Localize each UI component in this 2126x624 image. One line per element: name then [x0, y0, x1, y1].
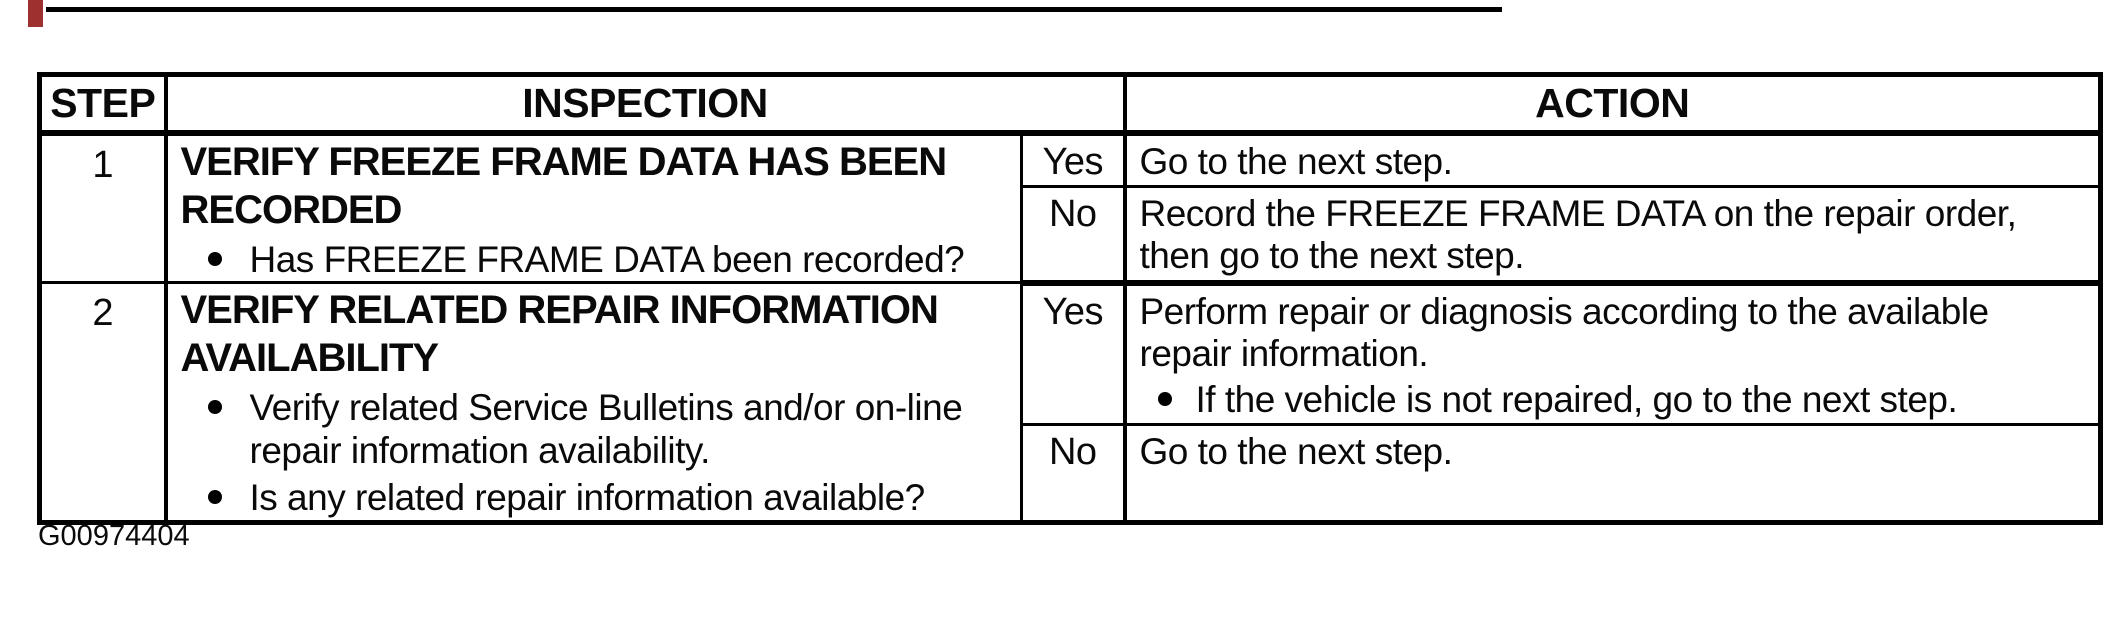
- diagnostic-steps-table: STEP INSPECTION ACTION 1 VERIFY FREEZE F…: [37, 72, 2103, 525]
- top-horizontal-rule: [46, 7, 1502, 12]
- answer-yes-cell: Yes: [1020, 132, 1127, 188]
- bullet-text: Is any related repair information availa…: [249, 477, 926, 519]
- red-tick-mark: [28, 0, 43, 27]
- bullet-dot-icon: [207, 251, 222, 266]
- action-cell: Go to the next step.: [1122, 424, 2101, 523]
- step-number-cell: 2: [39, 282, 168, 524]
- inspection-title: VERIFY RELATED REPAIR INFORMATION AVAILA…: [180, 288, 939, 381]
- inspection-cell: VERIFY RELATED REPAIR INFORMATION AVAILA…: [165, 282, 1023, 524]
- inspection-column-header: INSPECTION: [165, 74, 1127, 136]
- bullet-text: If the vehicle is not repaired, go to th…: [1195, 378, 1958, 420]
- answer-yes-cell: Yes: [1020, 282, 1127, 426]
- action-text: Go to the next step.: [1139, 140, 1453, 182]
- action-text: Record the FREEZE FRAME DATA on the repa…: [1139, 192, 2017, 277]
- action-cell: Perform repair or diagnosis according to…: [1122, 282, 2101, 426]
- step-number-cell: 1: [39, 132, 168, 285]
- step-column-header: STEP: [39, 74, 168, 136]
- bullet-item: Verify related Service Bulletins and/or …: [181, 387, 1013, 472]
- action-cell: Go to the next step.: [1122, 132, 2101, 188]
- bullet-item: If the vehicle is not repaired, go to th…: [1140, 379, 2091, 422]
- answer-no-cell: No: [1020, 424, 1127, 523]
- action-column-header: ACTION: [1124, 74, 2101, 136]
- action-text: Go to the next step.: [1139, 430, 1453, 472]
- bullet-dot-icon: [207, 400, 222, 415]
- table-row: No Record the FREEZE FRAME DATA on the r…: [40, 186, 2101, 286]
- bullet-item: Has FREEZE FRAME DATA been recorded?: [181, 239, 1013, 282]
- bullet-dot-icon: [1157, 391, 1172, 406]
- table-row: 2 VERIFY RELATED REPAIR INFORMATION AVAI…: [39, 282, 2101, 524]
- bullet-text: Has FREEZE FRAME DATA been recorded?: [249, 238, 965, 280]
- graphic-id-label: G00974404: [38, 520, 190, 552]
- bullet-item: Is any related repair information availa…: [181, 477, 1013, 520]
- answer-no-cell: No: [1020, 186, 1127, 286]
- inspection-cell: VERIFY FREEZE FRAME DATA HAS BEEN RECORD…: [165, 132, 1023, 285]
- table-row: No Go to the next step.: [40, 424, 2101, 523]
- action-text: Perform repair or diagnosis according to…: [1139, 290, 1990, 375]
- inspection-title: VERIFY FREEZE FRAME DATA HAS BEEN RECORD…: [180, 139, 948, 232]
- table-header-row: STEP INSPECTION ACTION: [39, 74, 2101, 136]
- bullet-text: Verify related Service Bulletins and/or …: [249, 387, 963, 471]
- action-cell: Record the FREEZE FRAME DATA on the repa…: [1122, 186, 2101, 286]
- bullet-dot-icon: [207, 490, 222, 505]
- table-row: 1 VERIFY FREEZE FRAME DATA HAS BEEN RECO…: [39, 132, 2101, 285]
